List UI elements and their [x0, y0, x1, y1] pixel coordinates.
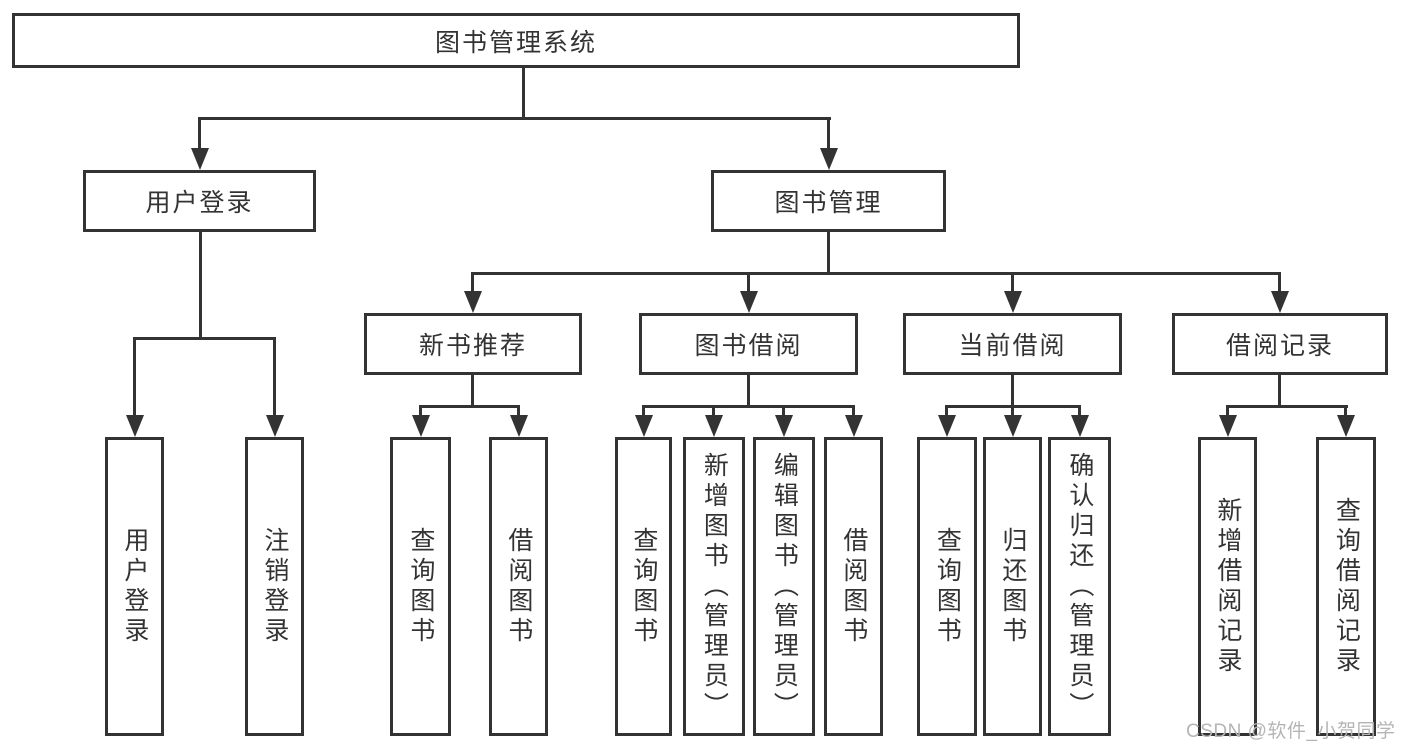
connector-line — [471, 272, 474, 292]
arrow-down-icon — [510, 415, 528, 437]
node-label: 借阅图书 — [504, 526, 533, 647]
node-label: 查询借阅记录 — [1332, 496, 1361, 677]
connector-line — [1226, 405, 1229, 417]
connector-line — [1226, 405, 1348, 408]
connector-line — [642, 405, 855, 408]
connector-line — [945, 405, 948, 417]
arrow-down-icon — [412, 415, 430, 437]
connector-line — [747, 375, 750, 408]
connector-line — [1278, 272, 1281, 292]
node-user-login: 用户登录 — [83, 170, 316, 232]
node-label: 图书借阅 — [694, 332, 803, 360]
arrow-down-icon — [740, 291, 758, 313]
node-label: 图书管理系统 — [434, 28, 597, 57]
leaf-user-login: 用户登录 — [105, 437, 164, 736]
connector-line — [199, 117, 831, 120]
connector-line — [712, 405, 715, 417]
connector-line — [471, 375, 474, 408]
connector-line — [133, 337, 136, 417]
leaf-borrow-books-borrowing: 借阅图书 — [824, 437, 883, 736]
leaf-borrow-books-recommend: 借阅图书 — [489, 437, 548, 736]
connector-line — [199, 232, 202, 337]
arrow-down-icon — [1004, 291, 1022, 313]
connector-line — [522, 66, 525, 119]
node-current-borrowing: 当前借阅 — [903, 313, 1122, 375]
connector-line — [1011, 272, 1014, 292]
node-label: 查询图书 — [933, 526, 962, 647]
connector-line — [517, 405, 520, 417]
arrow-down-icon — [266, 415, 284, 437]
node-label: 借阅记录 — [1225, 332, 1334, 360]
node-book-management: 图书管理 — [711, 170, 946, 232]
connector-line — [419, 405, 520, 408]
leaf-query-books-borrowing: 查询图书 — [615, 437, 672, 736]
node-label: 新增图书（管理员） — [700, 451, 729, 722]
arrow-down-icon — [1337, 415, 1355, 437]
arrow-down-icon — [464, 291, 482, 313]
connector-line — [782, 405, 785, 417]
node-root-library-system: 图书管理系统 — [12, 13, 1020, 68]
leaf-query-books-current: 查询图书 — [917, 437, 977, 736]
arrow-down-icon — [191, 148, 209, 170]
node-label: 归还图书 — [998, 526, 1027, 647]
node-new-book-recommendation: 新书推荐 — [364, 313, 582, 375]
leaf-edit-books-admin: 编辑图书（管理员） — [753, 437, 815, 736]
arrow-down-icon — [1219, 415, 1237, 437]
connector-line — [747, 272, 750, 292]
node-label: 图书管理 — [774, 189, 883, 217]
connector-line — [642, 405, 645, 417]
connector-line — [471, 272, 1281, 275]
node-label: 查询图书 — [406, 526, 435, 647]
node-label: 注销登录 — [260, 526, 289, 647]
connector-line — [419, 405, 422, 417]
node-book-borrowing: 图书借阅 — [639, 313, 858, 375]
node-label: 借阅图书 — [839, 526, 868, 647]
arrow-down-icon — [845, 415, 863, 437]
leaf-confirm-return-admin: 确认归还（管理员） — [1048, 437, 1111, 736]
connector-line — [1344, 405, 1347, 417]
leaf-add-books-admin: 新增图书（管理员） — [683, 437, 745, 736]
node-label: 查询图书 — [629, 526, 658, 647]
connector-line — [1078, 405, 1081, 417]
arrow-down-icon — [775, 415, 793, 437]
node-label: 当前借阅 — [958, 332, 1067, 360]
node-label: 用户登录 — [120, 526, 149, 647]
arrow-down-icon — [820, 148, 838, 170]
connector-line — [273, 337, 276, 417]
arrow-down-icon — [635, 415, 653, 437]
leaf-logout: 注销登录 — [245, 437, 304, 736]
connector-line — [827, 232, 830, 275]
connector-line — [852, 405, 855, 417]
connector-line — [1011, 375, 1014, 408]
csdn-watermark: CSDN @软件_小贺同学 — [1186, 721, 1396, 742]
connector-line — [827, 117, 830, 149]
arrow-down-icon — [938, 415, 956, 437]
connector-line — [133, 337, 275, 340]
leaf-add-borrow-record: 新增借阅记录 — [1198, 437, 1257, 736]
arrow-down-icon — [126, 415, 144, 437]
node-label: 编辑图书（管理员） — [770, 451, 799, 722]
node-label: 确认归还（管理员） — [1065, 451, 1094, 722]
arrow-down-icon — [1004, 415, 1022, 437]
node-label: 用户登录 — [145, 189, 254, 217]
node-label: 新增借阅记录 — [1213, 496, 1242, 677]
arrow-down-icon — [1071, 415, 1089, 437]
leaf-query-borrow-record: 查询借阅记录 — [1316, 437, 1376, 736]
node-label: 新书推荐 — [418, 332, 527, 360]
connector-line — [1011, 405, 1014, 417]
arrow-down-icon — [705, 415, 723, 437]
leaf-query-books-recommend: 查询图书 — [390, 437, 451, 736]
arrow-down-icon — [1271, 291, 1289, 313]
connector-line — [1278, 375, 1281, 408]
node-borrowing-records: 借阅记录 — [1172, 313, 1388, 375]
leaf-return-books: 归还图书 — [983, 437, 1042, 736]
connector-line — [198, 117, 201, 149]
